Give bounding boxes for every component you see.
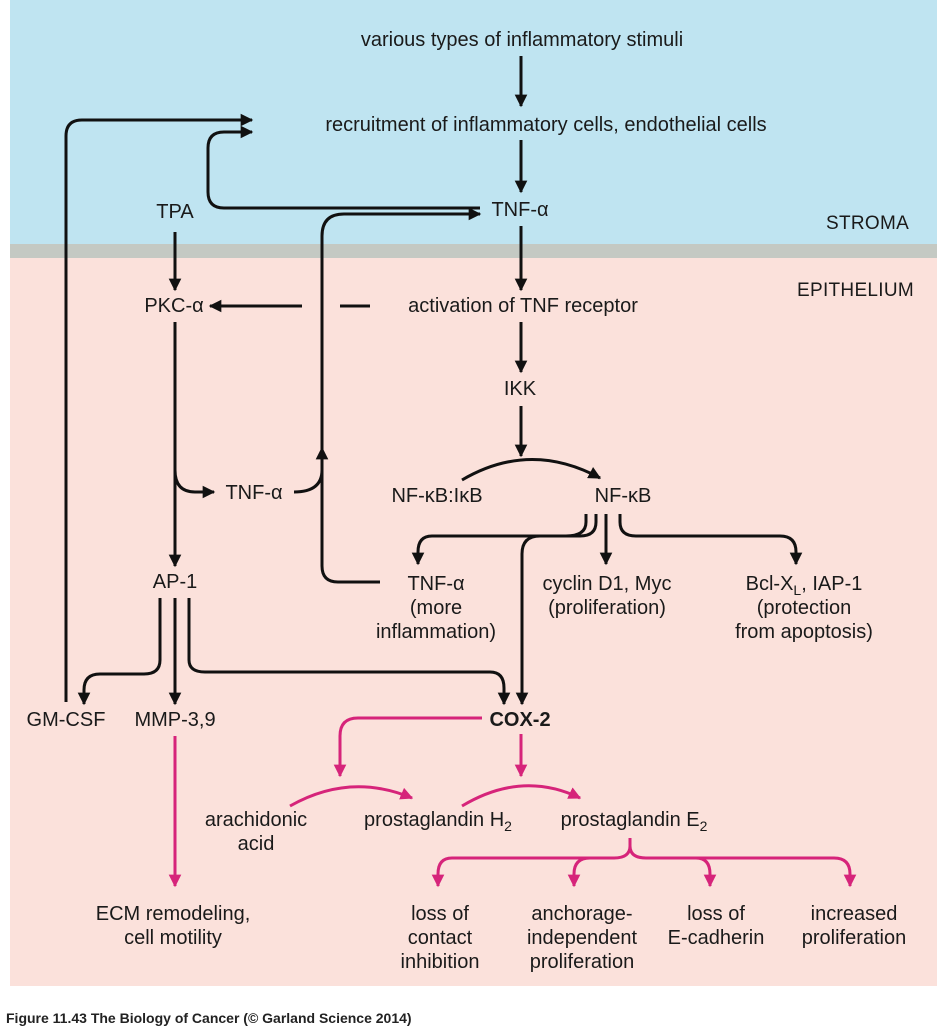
node-tnf-receptor: activation of TNF receptor [408,295,638,317]
arrow-gmcsf-recruitment [64,113,254,702]
node-pge2: prostaglandin E2 [560,809,708,834]
bracket-pge2-outcomes [431,838,632,888]
node-pgh2: prostaglandin H2 [364,809,512,834]
node-tnf-alpha-stroma: TNF-α [491,199,549,221]
node-inflammatory-stimuli: various types of inflammatory stimuli [360,29,684,51]
basement-membrane [10,244,937,258]
arrow-arach-pgh2 [289,785,414,808]
arrow-nfkb-bcl [618,514,803,566]
epithelium-label: EPITHELIUM [797,280,915,301]
node-arachidonic-line1: arachidonic [204,809,308,831]
node-arachidonic-line2: acid [237,833,275,855]
node-loss-contact-line1: loss of [411,903,469,925]
arrow-nfkb-cox2 [515,514,588,706]
node-loss-contact-line3: inhibition [400,951,480,973]
node-ecadherin-line1: loss of [687,903,745,925]
node-tnf-more-line1: TNF-α [407,573,465,595]
arrow-pkc-tnfmid [173,469,216,499]
node-anchorage-line3: proliferation [529,951,635,973]
node-mmp: MMP-3,9 [134,709,216,731]
node-bcl-line3: from apoptosis) [735,621,873,643]
stroma-label: STROMA [826,213,910,234]
node-ecadherin-line2: E-cadherin [667,927,765,949]
node-ecm-line2: cell motility [124,927,222,949]
node-anchorage-line2: independent [526,927,638,949]
figure-caption: Figure 11.43 The Biology of Cancer (© Ga… [6,1010,412,1026]
node-nfkb: NF-κB [594,485,652,507]
arrow-pge2-ecad [646,856,717,888]
node-ap1: AP-1 [152,571,198,593]
arrow-ap1-cox2 [187,598,511,706]
node-nfkb-ikb: NF-κB:IκB [391,485,483,507]
node-tnf-more-line3: inflammation) [375,621,497,643]
arrow-pge2-anchorage [567,856,591,888]
arrow-tnfmid-up [293,446,329,494]
arrow-tnf-loop-recruitment [206,125,480,210]
arrow-ap1-gmcsf [77,598,162,706]
node-tnf-more-line2: (more [409,597,463,619]
node-ikk: IKK [503,378,537,400]
epithelium-region [10,258,937,986]
node-tnf-alpha-mid: TNF-α [225,482,283,504]
node-bcl-line2: (protection [756,597,852,619]
arrow-nfkbikb-nfkb [461,458,602,482]
node-bcl-line1: Bcl-XL, IAP-1 [745,573,863,598]
node-recruitment: recruitment of inflammatory cells, endot… [325,114,767,136]
node-gmcsf: GM-CSF [26,709,106,731]
node-increased-prolif-line1: increased [810,903,898,925]
node-ecm-line1: ECM remodeling, [95,903,251,925]
node-increased-prolif-line2: proliferation [801,927,907,949]
node-cox2: COX-2 [489,709,551,731]
arrow-pge2-incprolif [628,845,857,888]
node-tpa: TPA [156,201,194,223]
arrow-nfkb-tnfmore [411,514,598,566]
arrow-cox2-left [333,716,482,778]
node-anchorage-line1: anchorage- [531,903,633,925]
line-tnfmore-up [320,458,380,584]
line-up-to-tnf-stroma [320,207,482,458]
node-cyclin-line1: cyclin D1, Myc [542,573,672,595]
node-pkc-alpha: PKC-α [144,295,204,317]
arrow-pgh2-pge2 [461,784,582,808]
node-cyclin-line2: (proliferation) [548,597,666,619]
node-loss-contact-line2: contact [407,927,473,949]
